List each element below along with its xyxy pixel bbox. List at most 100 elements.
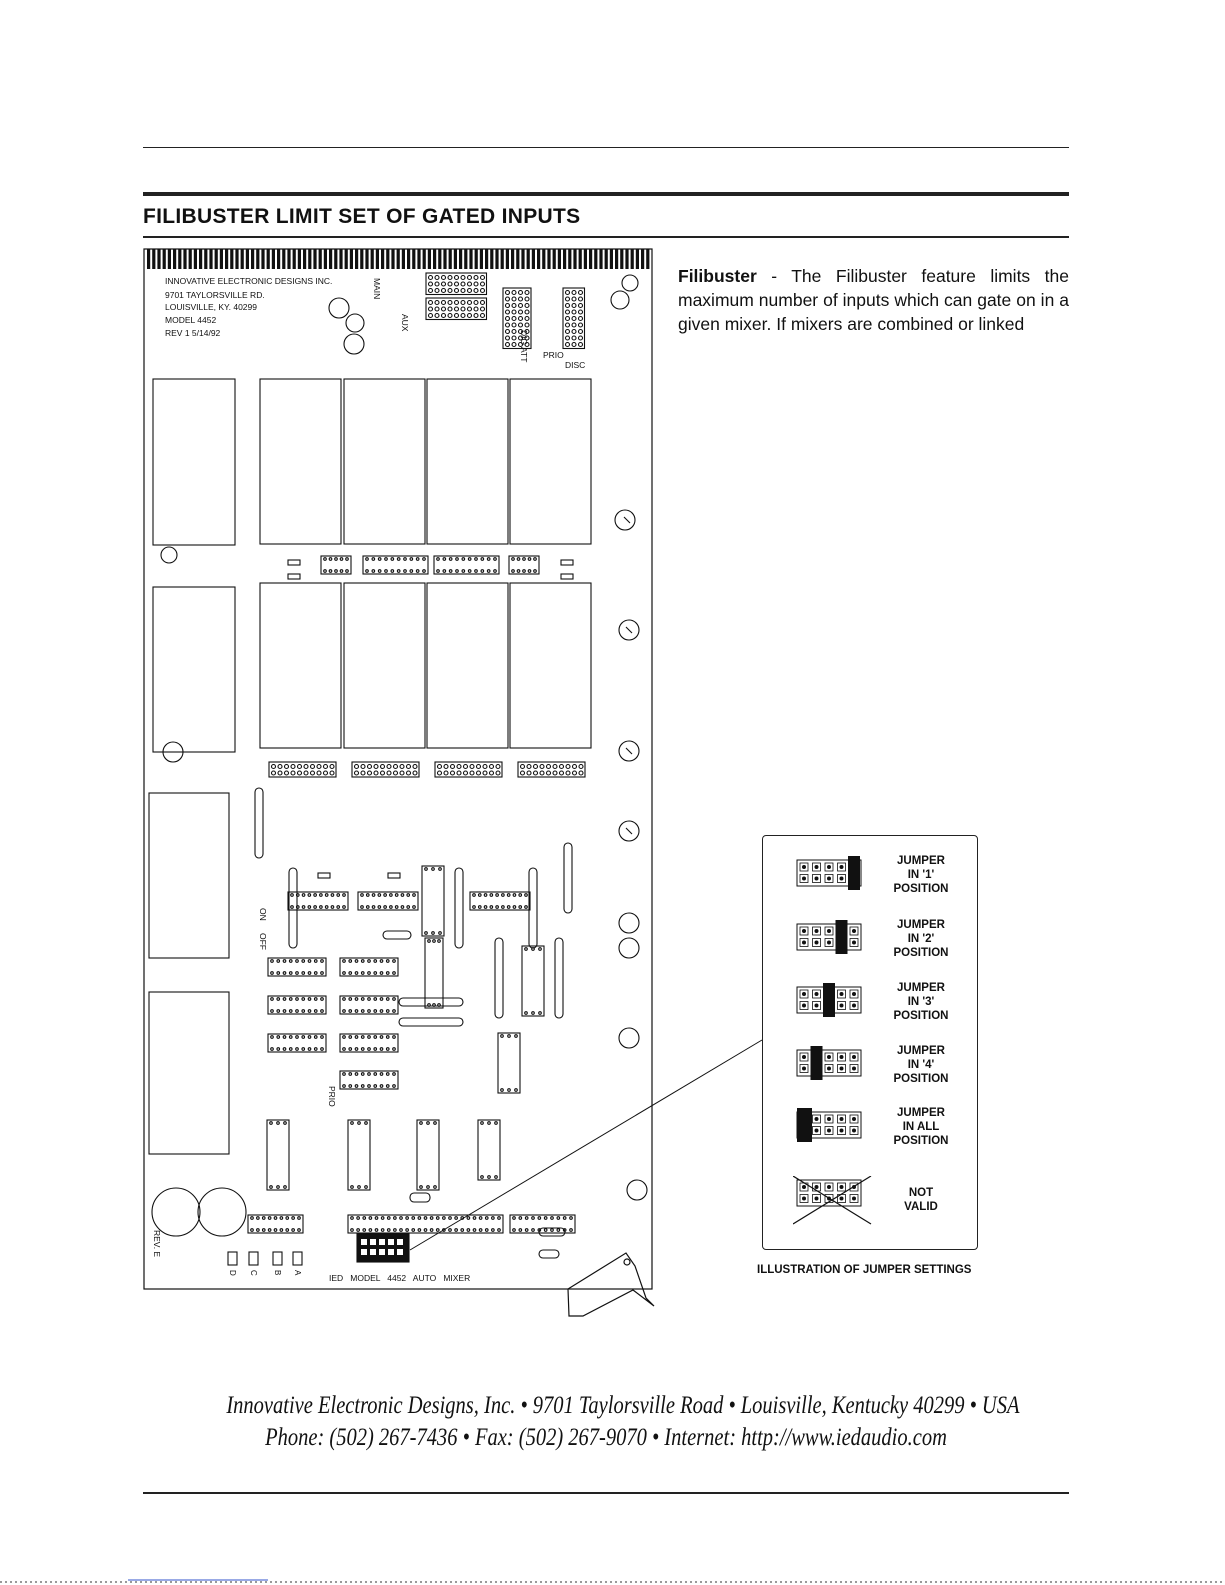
pin-dot bbox=[827, 940, 831, 945]
rail bbox=[494, 937, 504, 1019]
connector-finger bbox=[474, 249, 478, 269]
connector-finger bbox=[490, 249, 494, 269]
pin-dot bbox=[827, 1128, 831, 1133]
header-line-5: REV 1 5/14/92 bbox=[165, 328, 221, 338]
pin-dot bbox=[839, 1066, 844, 1071]
pin-dot bbox=[802, 1003, 806, 1008]
pin-dot bbox=[802, 865, 806, 869]
connector-finger bbox=[349, 249, 353, 269]
connector-finger bbox=[204, 249, 208, 269]
connector-finger bbox=[277, 249, 281, 269]
pin-dot bbox=[839, 865, 844, 869]
footer: Innovative Electronic Designs, Inc. • 97… bbox=[143, 1390, 1069, 1454]
rail bbox=[254, 787, 264, 859]
connector-finger bbox=[526, 249, 530, 269]
connector-finger bbox=[287, 249, 291, 269]
rail bbox=[454, 867, 464, 949]
pin-dot bbox=[852, 929, 856, 933]
jumper-illustration: JUMPER IN '1' POSITION JUMPER IN '2' POSI… bbox=[762, 835, 978, 1250]
main-label: MAIN bbox=[372, 278, 382, 299]
connector-finger bbox=[547, 249, 551, 269]
pin-dot bbox=[827, 929, 831, 933]
connector-finger bbox=[365, 249, 369, 269]
jumper-diagram-6 bbox=[793, 1176, 872, 1225]
connector-finger bbox=[625, 249, 629, 269]
connector-finger bbox=[256, 249, 260, 269]
connector-finger bbox=[407, 249, 411, 269]
connector-finger bbox=[521, 249, 525, 269]
pin-dot bbox=[802, 1055, 806, 1059]
rail bbox=[563, 842, 573, 914]
pin-dot bbox=[852, 1003, 856, 1008]
pin-dot bbox=[802, 940, 806, 945]
pin-dot bbox=[839, 1185, 844, 1189]
connector-finger bbox=[157, 249, 161, 269]
connector-finger bbox=[323, 249, 327, 269]
rail bbox=[554, 937, 564, 1019]
pin-dot bbox=[802, 929, 806, 933]
connector-finger bbox=[396, 249, 400, 269]
pin-dot bbox=[802, 1196, 806, 1201]
hole-mark bbox=[623, 516, 631, 524]
input-header bbox=[351, 761, 420, 778]
connector-finger bbox=[578, 249, 582, 269]
pin-dot bbox=[839, 992, 844, 996]
connector-finger bbox=[235, 249, 239, 269]
on-label: ON bbox=[258, 908, 268, 921]
ic-chip bbox=[267, 957, 327, 977]
amplifier-block bbox=[426, 582, 509, 749]
body-lead: Filibuster bbox=[678, 266, 757, 286]
connector-finger bbox=[464, 249, 468, 269]
capacitor bbox=[162, 741, 184, 763]
pin-dot bbox=[814, 929, 819, 933]
pin-header bbox=[796, 859, 862, 887]
capacitor bbox=[160, 546, 178, 564]
connector-finger bbox=[485, 249, 489, 269]
capacitor bbox=[621, 274, 639, 292]
dig-att-header bbox=[502, 287, 532, 350]
pin-dot bbox=[852, 1055, 856, 1059]
resistor-bar bbox=[538, 1249, 560, 1259]
led bbox=[248, 1251, 259, 1266]
connector-finger bbox=[167, 249, 171, 269]
pin-dot bbox=[839, 1196, 844, 1201]
header-line-3: LOUISVILLE, KY. 40299 bbox=[165, 302, 257, 312]
connector-finger bbox=[500, 249, 504, 269]
ic-chip bbox=[267, 995, 327, 1015]
pin-dot bbox=[827, 1185, 831, 1189]
resistor bbox=[287, 573, 301, 580]
connector-finger bbox=[147, 249, 151, 269]
resistor-bar bbox=[409, 1192, 431, 1203]
jumper-label-2: JUMPER IN '2' POSITION bbox=[893, 919, 949, 959]
led-label: A bbox=[293, 1270, 302, 1276]
led-label: D bbox=[228, 1270, 237, 1276]
ic-chip bbox=[339, 1033, 399, 1053]
connector-finger bbox=[308, 249, 312, 269]
header-line-1: INNOVATIVE ELECTRONIC DESIGNS INC. bbox=[165, 276, 332, 286]
module bbox=[148, 792, 230, 959]
hole-mark bbox=[625, 747, 633, 755]
amplifier-block bbox=[509, 378, 592, 545]
pin-dot bbox=[839, 1003, 844, 1008]
pin-dot bbox=[827, 865, 831, 869]
pin-header bbox=[796, 923, 862, 951]
ic-chip-vertical bbox=[497, 1032, 521, 1094]
ic-chip-vertical bbox=[421, 865, 445, 937]
ic-chip-vertical bbox=[266, 1119, 290, 1191]
capacitor bbox=[618, 912, 640, 934]
led-label: B bbox=[273, 1270, 282, 1275]
connector-finger bbox=[313, 249, 317, 269]
connector-finger bbox=[552, 249, 556, 269]
pin-dot bbox=[814, 1117, 819, 1121]
resistor-bar bbox=[398, 997, 464, 1007]
capacitor bbox=[610, 290, 630, 310]
jumper-label-1: JUMPER IN '1' POSITION bbox=[893, 855, 949, 895]
board-header: INNOVATIVE ELECTRONIC DESIGNS INC. 9701 … bbox=[165, 276, 332, 338]
module bbox=[152, 586, 236, 753]
body-text: - The Filibuster feature limits the maxi… bbox=[678, 266, 1069, 334]
jumper-shunt bbox=[835, 920, 848, 954]
connector-finger bbox=[334, 249, 338, 269]
pin-dot bbox=[814, 992, 819, 996]
jumper-caption: ILLUSTRATION OF JUMPER SETTINGS bbox=[757, 1264, 972, 1276]
